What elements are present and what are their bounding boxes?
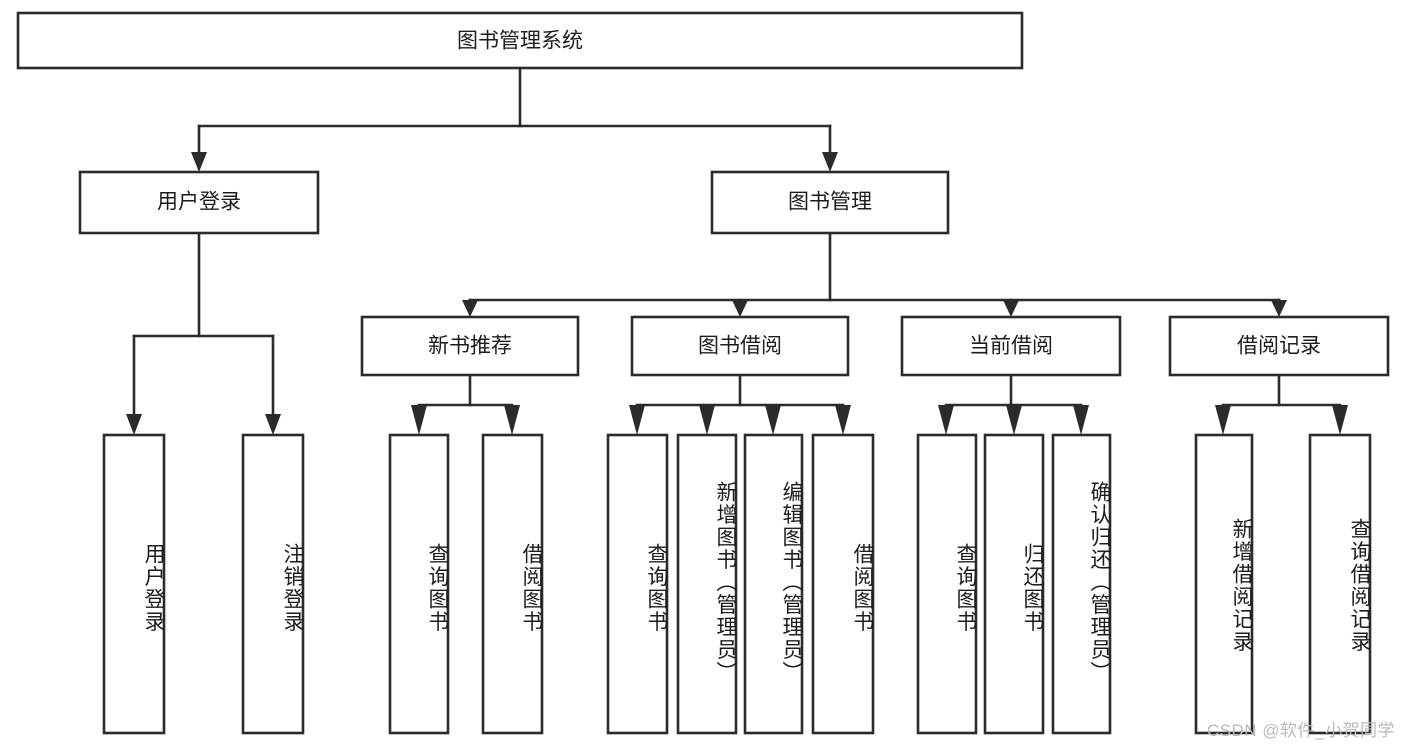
leaf-box-bb-borrow-book[interactable] [811,433,875,735]
node-current-borrow-label: 当前借阅 [969,335,1053,358]
connectors-group [126,66,1348,435]
arrowhead-book-borrow [732,300,748,317]
arrowhead-leaf-user-login [126,414,142,435]
arrowhead-leaf-nb-query [411,405,427,435]
arrowhead-current-borrow [1003,300,1019,317]
arrowhead-leaf-cb-return [1006,405,1022,435]
node-boxes-group [16,11,1390,735]
arrowhead-leaf-nb-borrow [504,405,520,435]
node-current-borrow-box[interactable] [900,315,1122,377]
leaf-box-nb-query-book[interactable] [388,433,450,735]
node-borrow-record-label: 借阅记录 [1237,335,1321,358]
leaf-box-cb-return-book[interactable] [983,433,1045,735]
node-root-label: 图书管理系统 [457,30,583,53]
leaf-box-bb-query-book[interactable] [606,433,669,735]
arrowhead-borrow-record [1271,300,1287,317]
leaf-box-user-login[interactable] [102,433,166,735]
leaf-box-bb-edit-book[interactable] [743,433,804,735]
arrowhead-leaf-bb-borrow [835,405,851,435]
leaf-box-bb-add-book[interactable] [676,433,738,735]
arrowhead-new-book-recommend [462,300,478,317]
arrowhead-leaf-cb-confirm [1073,405,1089,435]
node-new-book-recommend-label: 新书推荐 [428,335,512,358]
node-book-borrow-label: 图书借阅 [698,335,782,358]
node-book-manage-label: 图书管理 [788,191,872,214]
node-root-box[interactable] [16,11,1024,70]
arrowhead-leaf-br-query [1332,405,1348,435]
arrowhead-leaf-br-add [1215,405,1231,435]
leaf-box-nb-borrow-book[interactable] [481,433,544,735]
node-borrow-record-box[interactable] [1168,315,1390,377]
node-labels-group: 图书管理系统 用户登录 图书管理 新书推荐 图书借阅 当前借阅 借阅记录 [157,30,1321,358]
node-user-login-label: 用户登录 [157,191,241,214]
node-new-book-recommend-box[interactable] [360,315,580,377]
arrowhead-leaf-cb-query [938,405,954,435]
node-book-borrow-box[interactable] [630,315,850,377]
leaf-box-br-query-record[interactable] [1308,433,1372,735]
arrowhead-book-manage [822,152,838,172]
leaf-box-logout[interactable] [241,433,305,735]
node-book-manage-box[interactable] [710,170,950,235]
leaf-box-cb-confirm-return[interactable] [1051,433,1112,735]
arrowhead-leaf-bb-query [629,405,645,435]
leaf-box-br-add-record[interactable] [1194,433,1254,735]
arrowhead-user-login [191,152,207,172]
leaf-box-cb-query-book[interactable] [916,433,978,735]
arrowhead-leaf-bb-add [699,405,715,435]
arrowhead-leaf-bb-edit [765,405,781,435]
node-user-login-box[interactable] [78,170,320,235]
arrowhead-leaf-logout [265,414,281,435]
